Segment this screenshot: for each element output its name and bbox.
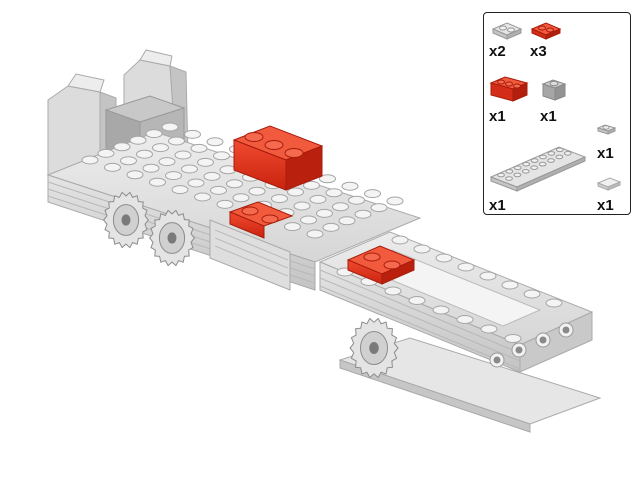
stud <box>436 254 452 262</box>
stud <box>204 172 220 180</box>
gray-tile-1x2-icon <box>596 175 622 193</box>
stud <box>556 155 563 159</box>
stud <box>333 203 349 211</box>
stud <box>317 209 333 217</box>
stud <box>130 136 146 144</box>
stud <box>188 179 204 187</box>
stud <box>288 188 304 196</box>
stud <box>539 162 546 166</box>
stud <box>326 189 342 197</box>
stud <box>153 144 169 152</box>
stud <box>105 163 121 171</box>
gray-plate-1x1-icon <box>596 121 618 137</box>
stud <box>217 200 233 208</box>
stud <box>214 152 230 160</box>
stud <box>272 195 288 203</box>
stud <box>540 155 547 159</box>
stud <box>506 177 513 181</box>
stud <box>307 230 323 238</box>
stud <box>143 164 159 172</box>
stud <box>175 151 191 159</box>
stud <box>162 123 178 131</box>
stud <box>498 173 505 177</box>
stud <box>506 170 513 174</box>
part-qty: x1 <box>597 198 614 213</box>
stud <box>546 299 562 307</box>
stud <box>172 186 188 194</box>
stud <box>414 245 430 253</box>
part-qty: x1 <box>597 146 614 161</box>
stud <box>211 186 227 194</box>
stud <box>207 138 223 146</box>
stud <box>514 166 521 170</box>
part-qty: x2 <box>489 44 506 59</box>
stud <box>301 216 317 224</box>
part-qty: x3 <box>530 44 547 59</box>
stud <box>233 194 249 202</box>
stud <box>556 148 563 152</box>
part-qty: x1 <box>540 109 557 124</box>
red-brick-1x3-icon <box>489 71 529 103</box>
stud <box>249 187 265 195</box>
stud <box>185 130 201 138</box>
stud <box>514 173 521 177</box>
stud <box>82 156 98 164</box>
gray-brick-1x1-icon <box>540 75 568 103</box>
red-plate-1x2-icon <box>530 19 562 41</box>
stud <box>531 159 538 163</box>
stud <box>339 217 355 225</box>
stud <box>355 210 371 218</box>
part-qty: x1 <box>489 198 506 213</box>
stud <box>409 297 425 305</box>
stud <box>169 137 185 145</box>
stud <box>387 197 403 205</box>
stud <box>502 281 518 289</box>
stud <box>564 152 571 156</box>
part-qty: x1 <box>489 109 506 124</box>
stud <box>371 204 387 212</box>
stud <box>392 236 408 244</box>
stud <box>191 144 207 152</box>
stud <box>342 182 358 190</box>
stud <box>195 193 211 201</box>
stud <box>548 152 555 156</box>
stud <box>522 170 529 174</box>
stud <box>182 165 198 173</box>
stud <box>458 263 474 271</box>
stud <box>114 143 130 151</box>
stud <box>365 190 381 198</box>
stud <box>137 150 153 158</box>
stud <box>121 157 137 165</box>
stud <box>480 272 496 280</box>
stud <box>524 290 540 298</box>
stud <box>98 149 114 157</box>
stud <box>127 171 143 179</box>
stud <box>433 306 449 314</box>
parts-list-panel: x2 x3 x1 x1 x1 x1 <box>483 12 631 215</box>
stud <box>523 162 530 166</box>
stud <box>310 195 326 203</box>
stud <box>481 325 497 333</box>
stud <box>323 223 339 231</box>
stud <box>285 223 301 231</box>
stud <box>531 166 538 170</box>
stud <box>548 159 555 163</box>
stud <box>146 130 162 138</box>
gray-plate-2x8-icon <box>489 141 587 191</box>
stud <box>457 316 473 324</box>
gray-plate-1x2-icon <box>491 19 523 41</box>
stud <box>166 172 182 180</box>
stud <box>150 178 166 186</box>
stud <box>505 335 521 343</box>
stud <box>385 287 401 295</box>
stud <box>159 158 175 166</box>
stud <box>227 180 243 188</box>
stud <box>294 202 310 210</box>
stud <box>349 196 365 204</box>
stud <box>198 158 214 166</box>
